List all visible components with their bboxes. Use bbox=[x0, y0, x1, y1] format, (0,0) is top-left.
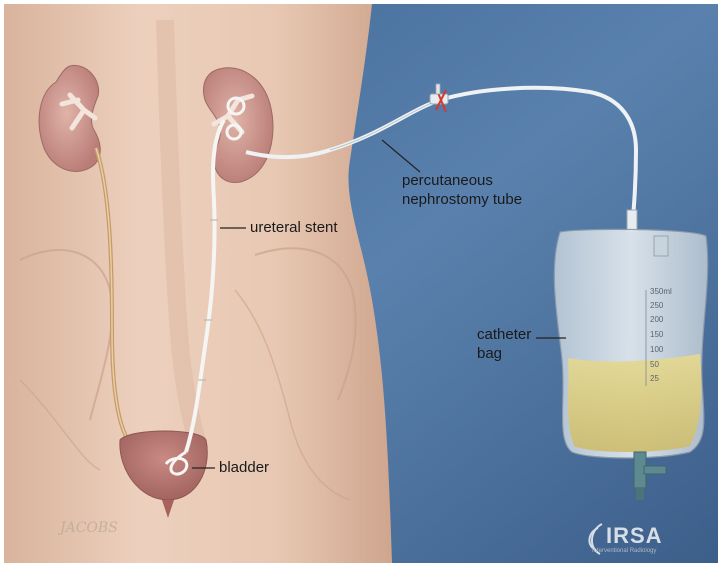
nephrostomy-label-line1: percutaneous bbox=[402, 172, 493, 190]
scale-mark-100: 100 bbox=[650, 345, 663, 354]
scale-mark-200: 200 bbox=[650, 315, 663, 324]
irsa-logo-subtitle: Interventional Radiology bbox=[592, 548, 656, 554]
scale-mark-50: 50 bbox=[650, 360, 659, 369]
left-border bbox=[0, 0, 4, 563]
urine-fill bbox=[568, 354, 701, 452]
scale-mark-250: 250 bbox=[650, 301, 663, 310]
scale-mark-150: 150 bbox=[650, 330, 663, 339]
scale-mark-25: 25 bbox=[650, 374, 659, 383]
catheter-label-line1: catheter bbox=[477, 326, 531, 344]
artist-signature: JACOBS bbox=[60, 520, 118, 536]
irsa-logo-text: IRSA bbox=[606, 523, 663, 549]
top-border bbox=[0, 0, 718, 4]
ureteral-stent-label: ureteral stent bbox=[250, 219, 338, 237]
bladder-label: bladder bbox=[219, 459, 269, 477]
catheter-label-line2: bag bbox=[477, 345, 502, 363]
catheter-bag bbox=[554, 229, 707, 458]
scale-mark-350: 350ml bbox=[650, 287, 672, 296]
bag-connector bbox=[627, 210, 637, 232]
nephrostomy-label-line2: nephrostomy tube bbox=[402, 191, 522, 209]
